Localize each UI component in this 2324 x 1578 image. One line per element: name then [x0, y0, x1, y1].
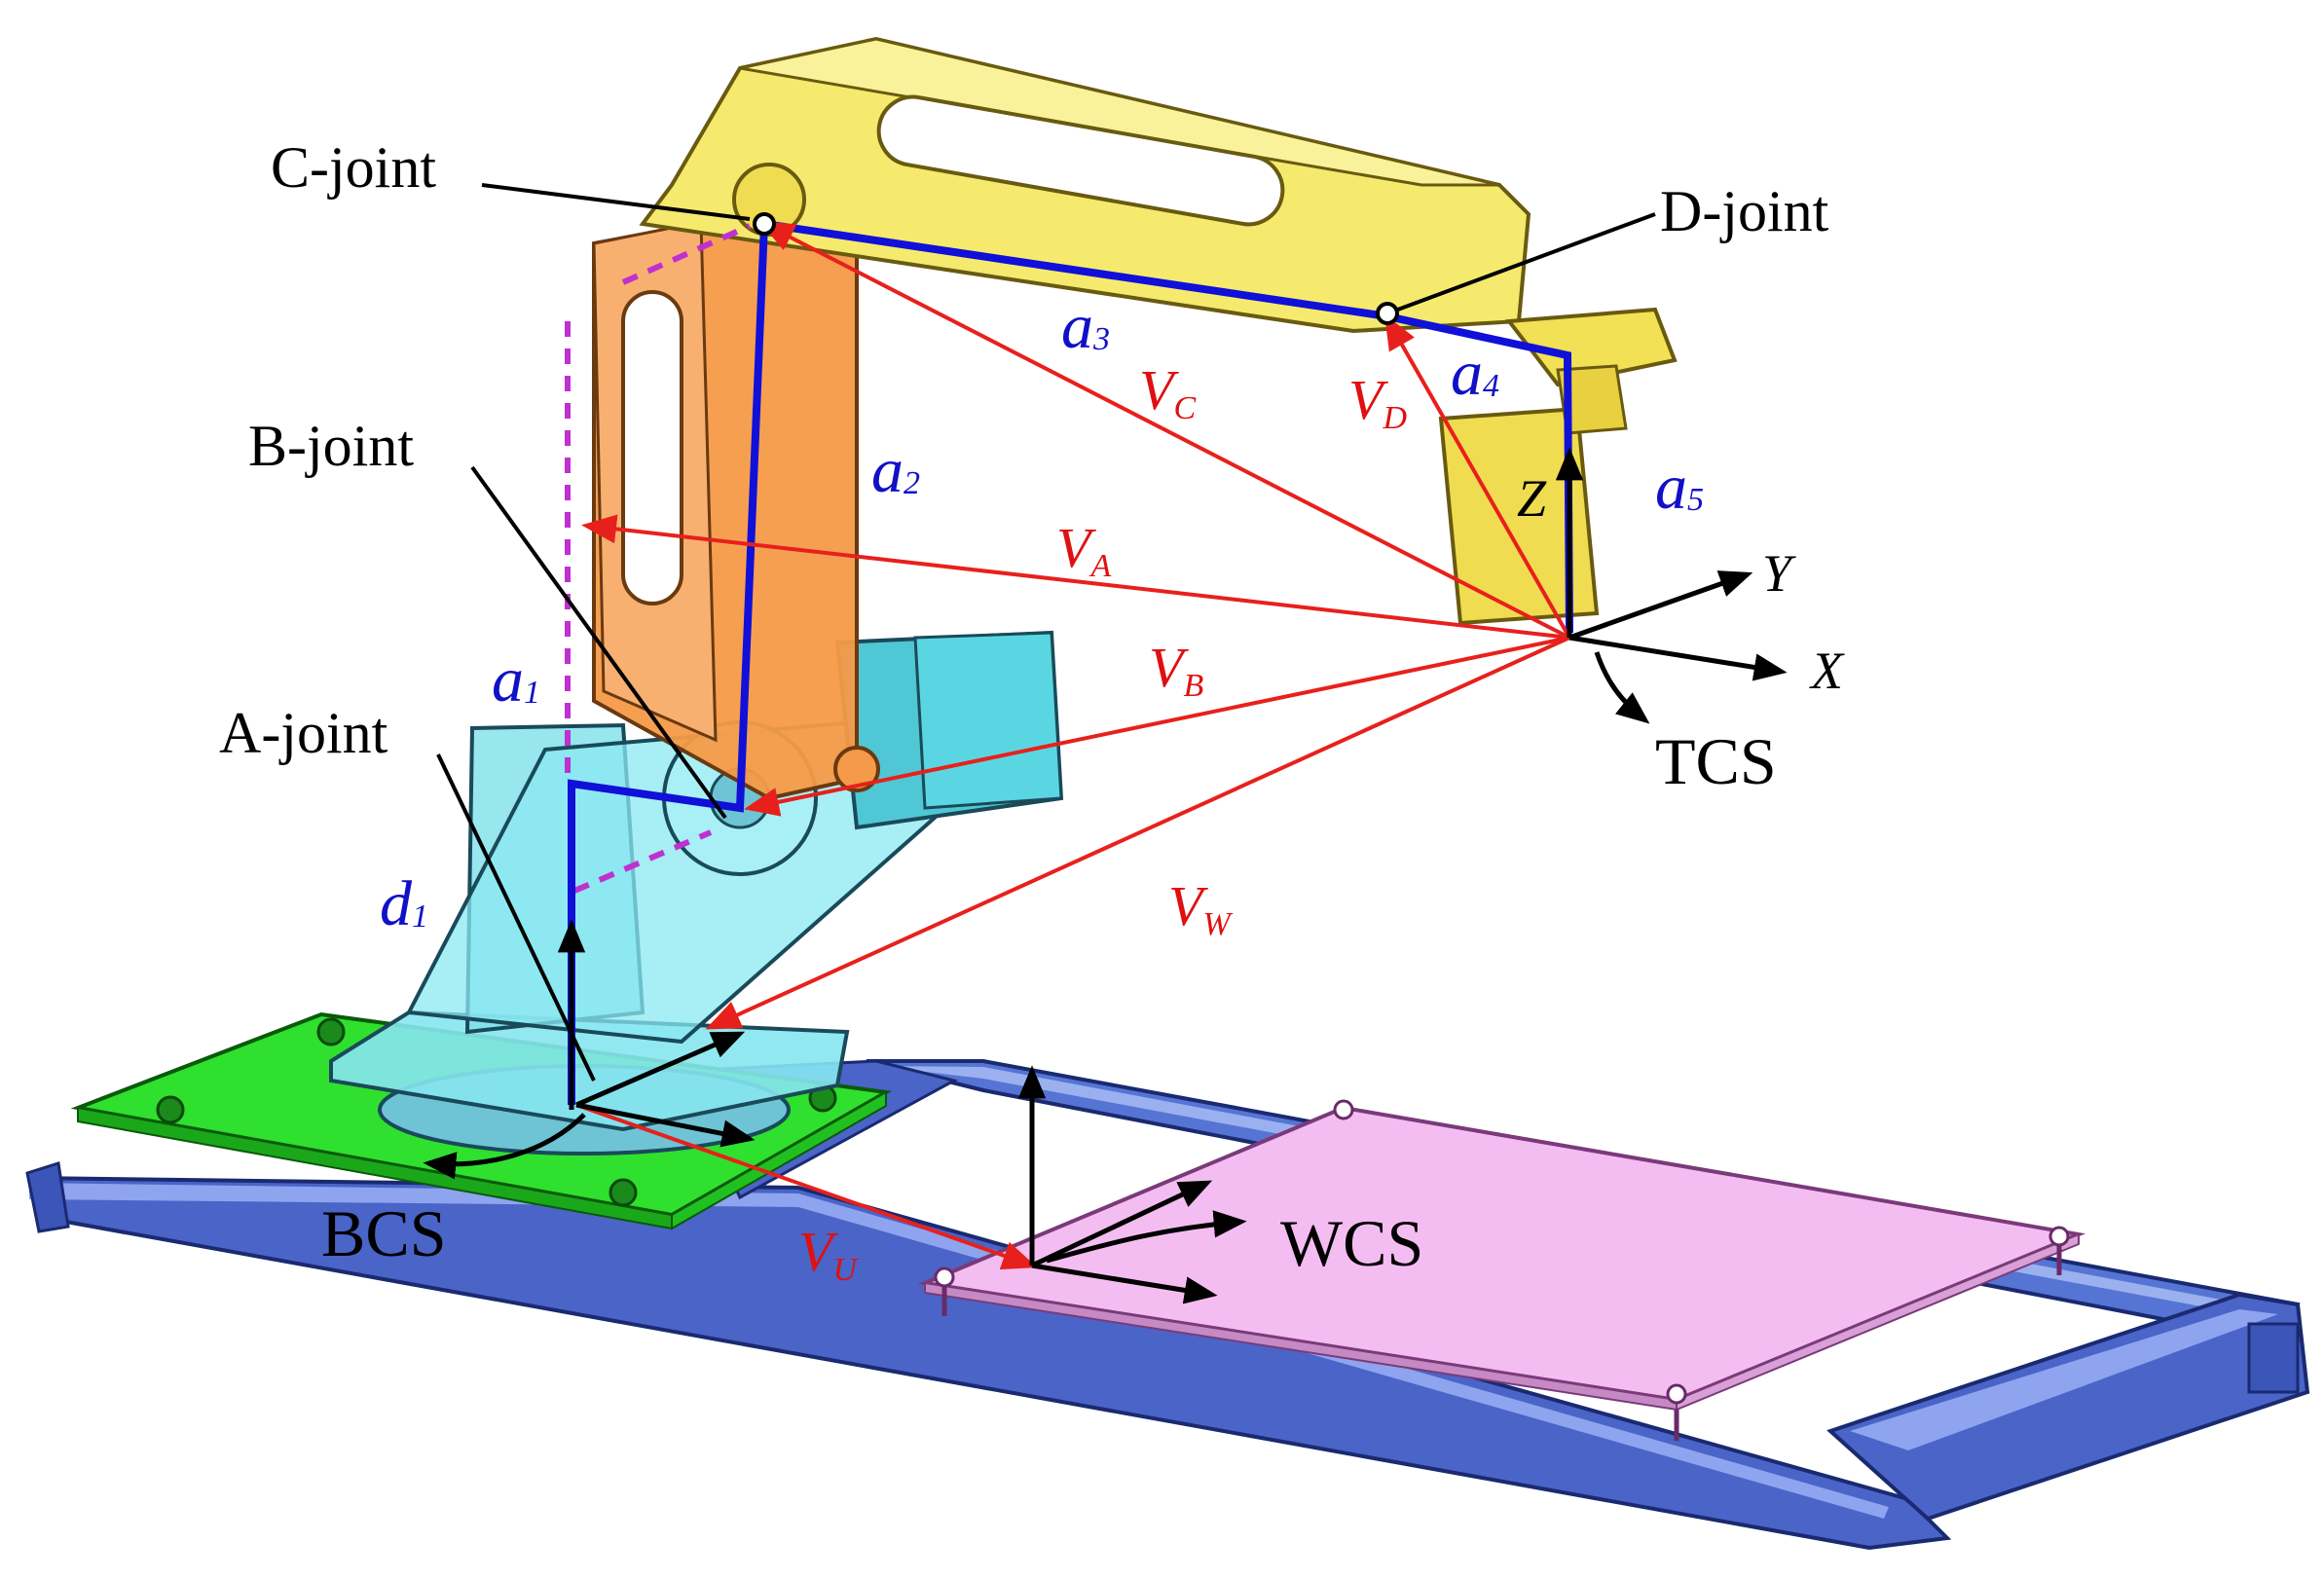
leader-b-joint [470, 465, 727, 820]
label-a-joint: A-joint [219, 701, 388, 765]
label-axis-z: Z [1517, 469, 1547, 528]
rail-front-beam-highlight [29, 1183, 1889, 1519]
rail-back-beam-highlight [876, 1066, 2278, 1320]
base-plate-hole [609, 1178, 638, 1207]
base-plate-hole [156, 1095, 185, 1124]
vector-va [581, 514, 1570, 640]
vector-vu [575, 1103, 1038, 1270]
vector-vw [705, 636, 1570, 1030]
work-plate-bolt [2048, 1226, 2070, 1247]
lower-arm-pin [833, 746, 880, 792]
label-b-joint: B-joint [248, 414, 414, 478]
wcs-x-axis [1031, 1263, 1218, 1304]
bcs-y-axis [575, 1031, 746, 1108]
tcs-x-axis [1568, 635, 1788, 681]
base-motor-face [913, 631, 1063, 810]
label-link-a5: a5 [1655, 452, 1704, 523]
upper-arm-slot [876, 94, 1285, 227]
c-joint-marker [753, 212, 776, 236]
rail-cross-beam-right-highlight [1850, 1309, 2278, 1450]
bcs-frame [423, 919, 756, 1180]
base-plate-hole [316, 1017, 346, 1046]
label-vector-vb: VB [1149, 636, 1203, 704]
vector-vb [744, 636, 1570, 817]
tcs-frame [1555, 447, 1788, 724]
label-d-joint: D-joint [1660, 179, 1829, 243]
wcs-y-axis [1030, 1180, 1213, 1268]
leader-a-joint [436, 753, 596, 1082]
work-plate-bolt [1333, 1099, 1354, 1120]
label-link-d1: d1 [380, 868, 428, 939]
label-vector-vw: VW [1168, 874, 1233, 942]
leader-d-joint [1386, 212, 1656, 315]
label-vector-vc: VC [1139, 358, 1196, 426]
label-vector-vd: VD [1348, 368, 1407, 436]
joint-markers [753, 212, 1399, 325]
base-plate-edge-right [671, 1090, 887, 1230]
leader-lines [436, 183, 1656, 1082]
work-plate-edge-right [1676, 1232, 2080, 1412]
label-vector-vu: VU [798, 1220, 859, 1288]
rail-left-end [25, 1161, 70, 1233]
label-bcs: BCS [321, 1196, 447, 1270]
rail-cross-beam-right [1826, 1292, 2310, 1522]
label-axis-x: X [1809, 642, 1845, 700]
pose-vectors [575, 221, 1571, 1270]
wcs-rotation-arrow [1046, 1210, 1247, 1264]
label-wcs: WCS [1280, 1206, 1423, 1280]
vector-vd [1384, 313, 1571, 639]
work-plate [917, 1099, 2086, 1441]
vector-vc [758, 221, 1570, 640]
end-effector-bracket [1505, 307, 1678, 387]
label-link-a2: a2 [871, 435, 920, 506]
rail-end-cap [2247, 1322, 2300, 1394]
lower-arm [592, 213, 880, 801]
guide-c-joint [621, 223, 752, 285]
label-vector-va: VA [1056, 516, 1111, 584]
lower-arm-slot [621, 290, 683, 606]
wcs-frame [1017, 1065, 1247, 1304]
bcs-rotation-arrow [423, 1113, 586, 1180]
label-tcs: TCS [1655, 724, 1777, 798]
upper-arm [639, 36, 1678, 626]
label-link-a3: a3 [1061, 291, 1110, 362]
label-c-joint: C-joint [271, 135, 436, 200]
label-link-a1: a1 [492, 644, 540, 716]
d-joint-marker [1376, 302, 1399, 325]
bcs-x-axis [575, 1102, 756, 1148]
tcs-rotation-arrow [1594, 651, 1650, 724]
label-axis-y: Y [1762, 544, 1796, 603]
label-link-a4: a4 [1451, 338, 1499, 409]
dashed-guides [565, 223, 752, 894]
work-plate-bolt [1666, 1383, 1687, 1405]
tcs-y-axis [1568, 570, 1753, 641]
work-plate-bolt [934, 1266, 955, 1288]
guide-b-joint [572, 829, 713, 894]
leader-c-joint [481, 183, 751, 221]
